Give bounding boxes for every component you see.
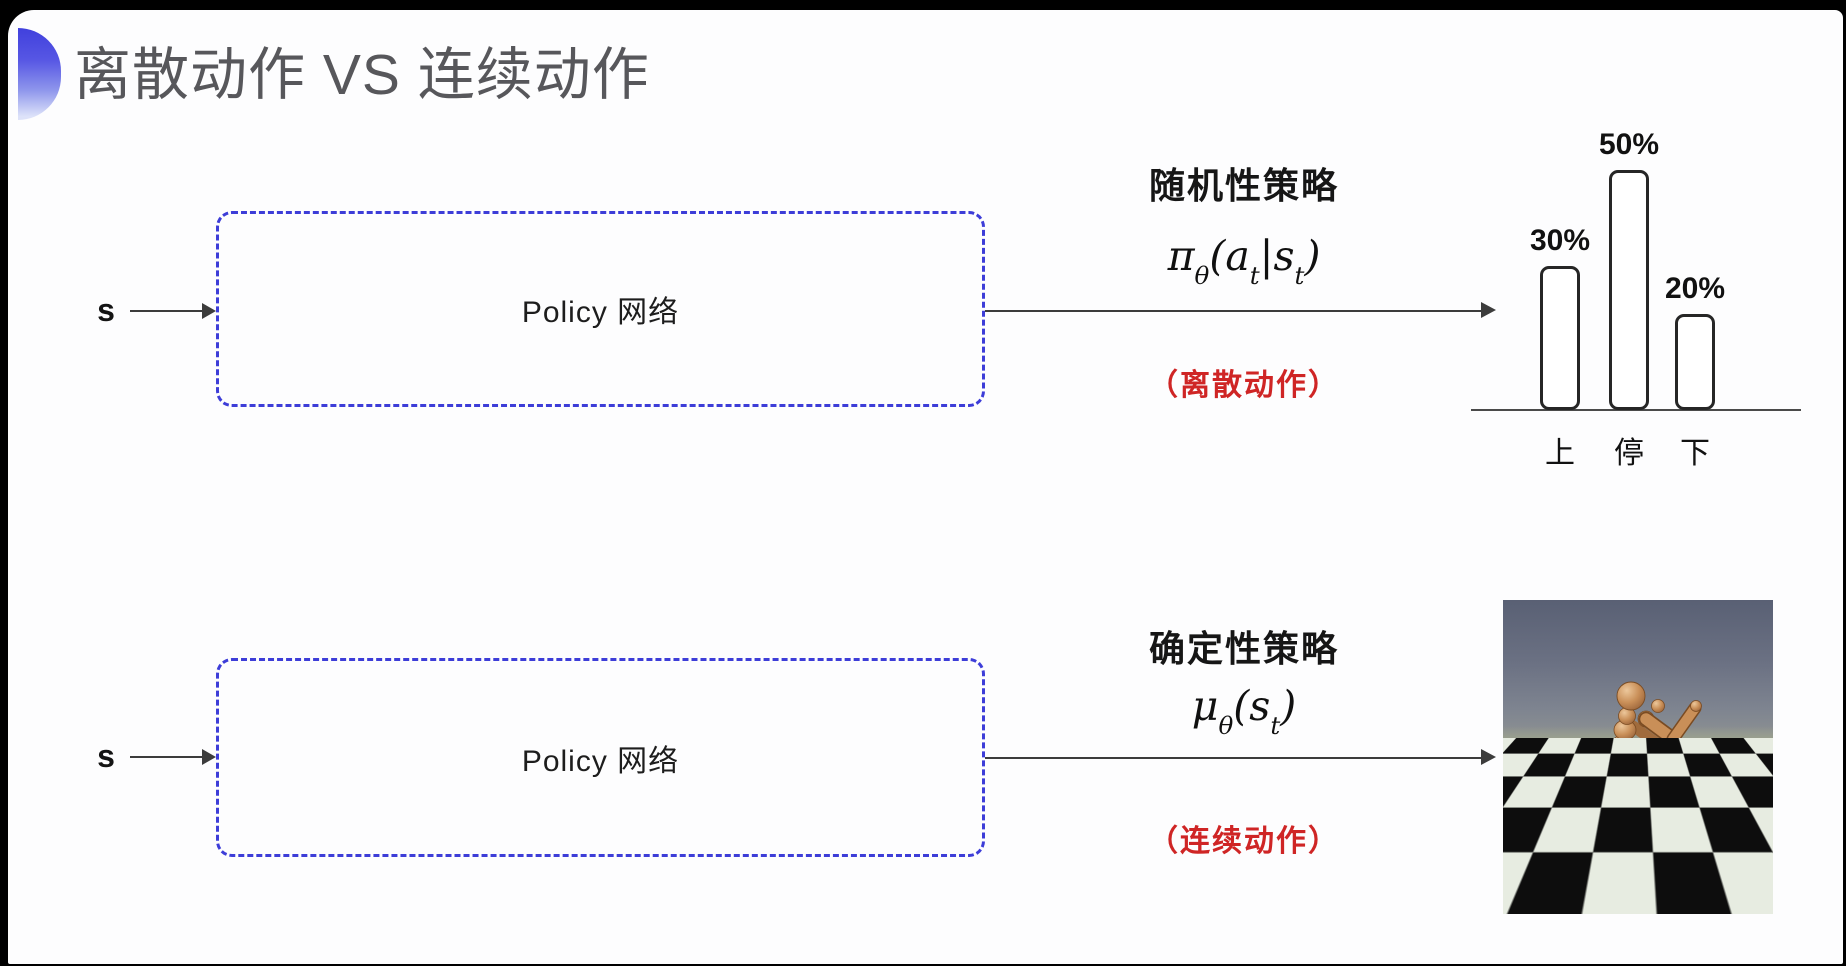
probability-bar <box>1675 314 1715 410</box>
bar-category-label: 停 <box>1614 437 1644 470</box>
probability-bar <box>1609 170 1649 410</box>
probability-bar <box>1540 266 1580 410</box>
input-arrow-top <box>130 310 206 312</box>
title-accent-icon <box>18 28 61 120</box>
simulation-image <box>1503 600 1773 914</box>
page-title: 离散动作 VS 连续动作 <box>74 43 650 107</box>
policy-network-box-bottom: Policy 网络 <box>216 658 985 857</box>
action-type-note-top: （离散动作） <box>1148 369 1340 402</box>
state-input-label-top: s <box>97 292 115 328</box>
policy-network-label-bottom: Policy 网络 <box>521 744 680 778</box>
input-arrow-bottom <box>130 756 206 758</box>
input-arrowhead-icon-bottom <box>202 749 216 765</box>
policy-type-label-bottom: 确定性策略 <box>1148 628 1339 669</box>
policy-network-box-top: Policy 网络 <box>216 211 985 407</box>
input-arrowhead-icon-top <box>202 303 216 319</box>
state-input-label-bottom: s <box>97 738 115 774</box>
humanoid-robot-figure <box>1563 681 1702 911</box>
probability-chart: 30% 上 50% 停 20% 下 <box>1459 110 1804 475</box>
policy-type-label-top: 随机性策略 <box>1148 165 1339 206</box>
chart-baseline <box>1471 409 1801 411</box>
slide: 离散动作 VS 连续动作 s Policy 网络 随机性策略 πθ(at|st)… <box>8 10 1843 964</box>
action-type-note-bottom: （连续动作） <box>1148 825 1340 858</box>
bar-value-label: 20% <box>1664 272 1726 305</box>
output-arrowhead-icon-bottom <box>1481 749 1496 765</box>
bar-category-label: 上 <box>1545 437 1575 470</box>
policy-network-label-top: Policy 网络 <box>521 296 680 329</box>
bar-value-label: 50% <box>1598 128 1660 161</box>
output-arrowhead-icon-top <box>1481 302 1496 318</box>
policy-formula-bottom: μθ(st) <box>1191 682 1297 740</box>
policy-formula-top: πθ(at|st) <box>1167 232 1321 290</box>
bar-category-label: 下 <box>1680 437 1710 470</box>
output-arrow-bottom <box>985 757 1485 759</box>
output-arrow-top <box>985 310 1485 312</box>
bar-value-label: 30% <box>1529 224 1591 257</box>
